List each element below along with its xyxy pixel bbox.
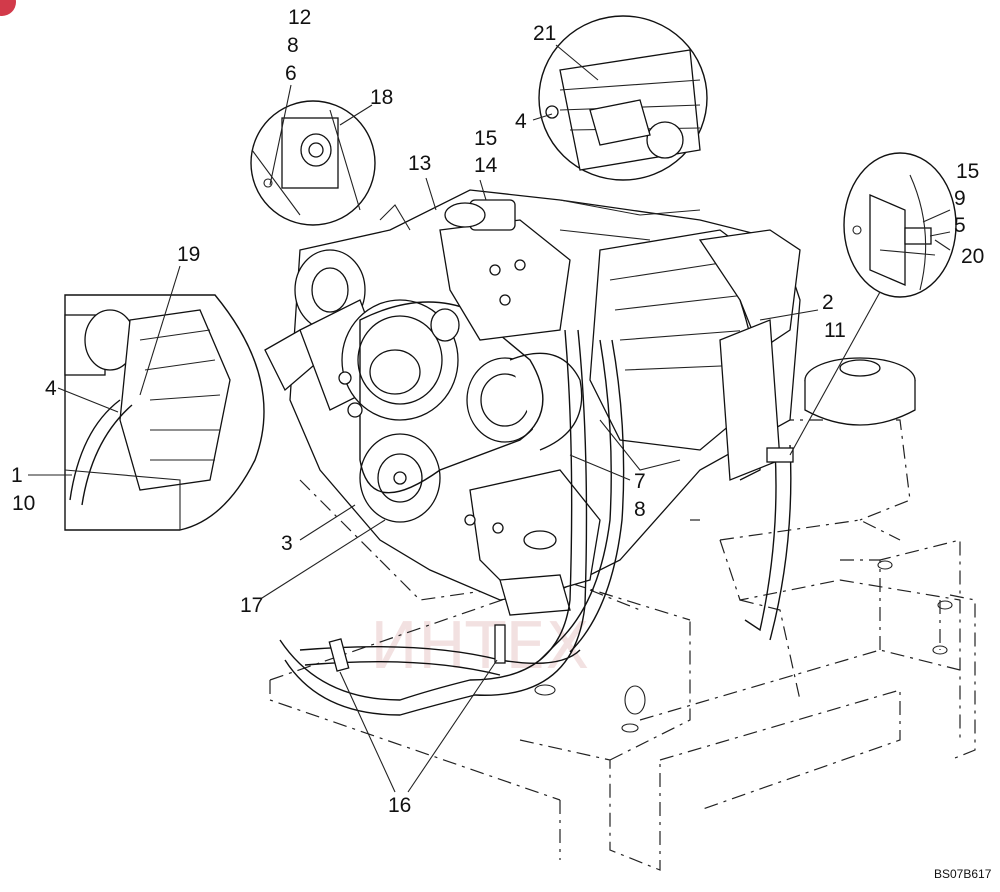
- callout-20: 20: [961, 245, 984, 268]
- callout-5: 5: [954, 214, 966, 237]
- callout-1: 1: [11, 464, 23, 487]
- leader-lines: [28, 44, 951, 793]
- callout-4-injection: 4: [515, 110, 527, 133]
- detail-view-top: [250, 100, 376, 226]
- callout-18: 18: [370, 86, 393, 109]
- detail-view-right: [843, 152, 957, 298]
- callout-7: 7: [634, 470, 646, 493]
- callout-8-bottom: 8: [634, 498, 646, 521]
- drawing-code: BS07B617: [934, 867, 992, 881]
- callout-3: 3: [281, 532, 293, 555]
- detail-view-injection: [538, 15, 708, 181]
- corner-badge: [0, 0, 16, 16]
- callout-12: 12: [288, 6, 311, 29]
- callout-17: 17: [240, 594, 263, 617]
- callout-16: 16: [388, 794, 411, 817]
- detail-view-left: [64, 294, 265, 531]
- callout-19: 19: [177, 243, 200, 266]
- callout-9: 9: [954, 187, 966, 210]
- callout-8-top: 8: [287, 34, 299, 57]
- callouts: 12 8 6 18 21 4 15 14 13 15 9 5 20 2 11 1…: [11, 6, 984, 817]
- callout-10: 10: [12, 492, 35, 515]
- callout-14: 14: [474, 154, 498, 177]
- callout-2: 2: [822, 291, 834, 314]
- callout-6: 6: [285, 62, 297, 85]
- callout-13: 13: [408, 152, 431, 175]
- callout-11: 11: [824, 319, 846, 342]
- callout-4-left: 4: [45, 377, 57, 400]
- hoses: [279, 329, 794, 716]
- engine-assembly: [264, 189, 916, 616]
- callout-15-right: 15: [956, 160, 979, 183]
- callout-15-engine: 15: [474, 127, 497, 150]
- callout-21: 21: [533, 22, 556, 45]
